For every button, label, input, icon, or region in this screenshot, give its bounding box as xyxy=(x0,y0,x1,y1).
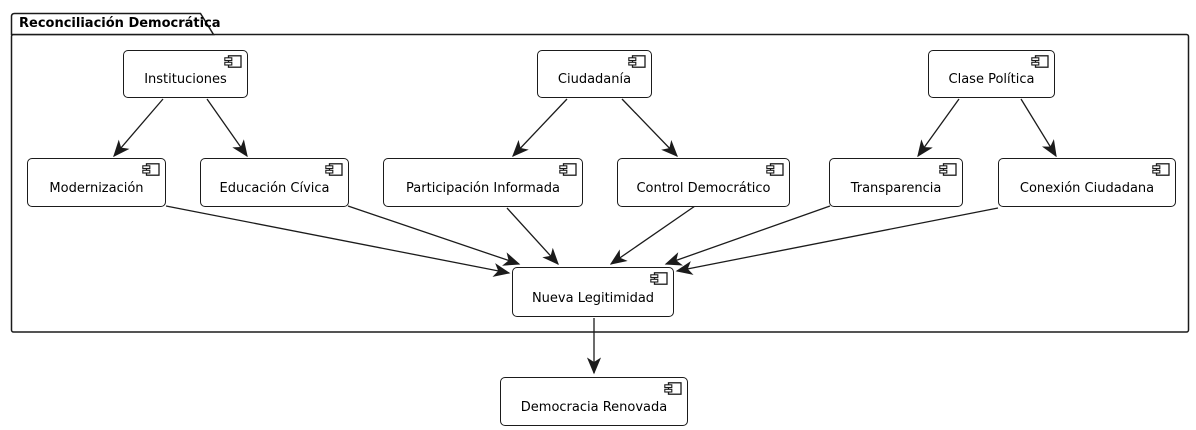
component-icon xyxy=(650,272,668,285)
edge-ciudadania-participacion-informada xyxy=(512,98,568,158)
component-label: Ciudadanía xyxy=(557,72,632,87)
component-label: Educación Cívica xyxy=(219,181,330,196)
edge-clase-politica-transparencia xyxy=(917,98,960,158)
diagram-edges xyxy=(113,98,1057,375)
edge-modernizacion-nueva-legitimidad xyxy=(165,205,511,277)
component-icon xyxy=(664,382,682,395)
edge-control-democratico-nueva-legitimidad xyxy=(609,205,696,265)
component-label: Control Democrático xyxy=(636,181,771,196)
edge-transparencia-nueva-legitimidad xyxy=(664,205,831,266)
edge-educacion-civica-nueva-legitimidad xyxy=(347,205,521,266)
component-icon xyxy=(142,163,160,176)
component-label: Modernización xyxy=(49,181,144,196)
component-icon xyxy=(939,163,957,176)
edge-participacion-informada-nueva-legitimidad xyxy=(506,207,559,266)
component-label: Democracia Renovada xyxy=(520,400,668,415)
edge-clase-politica-conexion-ciudadana xyxy=(1020,98,1057,158)
component-label: Transparencia xyxy=(850,181,942,196)
package-frame xyxy=(10,12,1190,333)
component-modernizacion: Modernización xyxy=(27,158,166,207)
component-conexion-ciudadana: Conexión Ciudadana xyxy=(998,158,1176,207)
component-control-democratico: Control Democrático xyxy=(617,158,790,207)
component-label: Instituciones xyxy=(144,72,227,87)
package-title: Reconciliación Democrática xyxy=(19,16,221,31)
component-label: Participación Informada xyxy=(406,181,560,196)
component-icon xyxy=(559,163,577,176)
edge-conexion-ciudadana-nueva-legitimidad xyxy=(675,207,999,275)
component-icon xyxy=(224,55,242,68)
component-nueva-legitimidad: Nueva Legitimidad xyxy=(512,267,674,317)
component-icon xyxy=(325,163,343,176)
edge-ciudadania-control-democratico xyxy=(621,98,678,158)
component-educacion-civica: Educación Cívica xyxy=(200,158,349,207)
component-label: Conexión Ciudadana xyxy=(1019,181,1155,196)
edge-instituciones-modernizacion xyxy=(113,98,164,158)
edge-instituciones-educacion-civica xyxy=(206,98,248,158)
component-transparencia: Transparencia xyxy=(829,158,963,207)
component-icon xyxy=(1031,55,1049,68)
component-icon xyxy=(766,163,784,176)
component-icon xyxy=(1152,163,1170,176)
component-ciudadania: Ciudadanía xyxy=(537,50,652,98)
component-democracia-renovada: Democracia Renovada xyxy=(500,377,688,426)
component-label: Clase Política xyxy=(948,72,1035,87)
component-participacion-informada: Participación Informada xyxy=(383,158,583,207)
component-clase-politica: Clase Política xyxy=(928,50,1055,98)
component-instituciones: Instituciones xyxy=(123,50,248,98)
component-label: Nueva Legitimidad xyxy=(531,291,655,306)
component-icon xyxy=(628,55,646,68)
